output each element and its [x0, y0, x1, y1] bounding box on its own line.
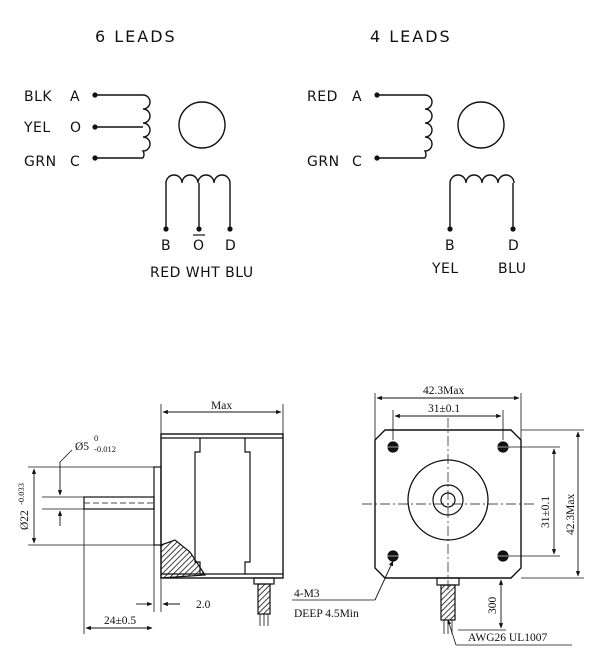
wire-label-grn: GRN — [24, 154, 57, 170]
front-plate — [374, 429, 522, 579]
front-bearing-circle — [432, 484, 464, 516]
rotor-circle-4 — [457, 101, 505, 149]
dim-boss-height: 2.0 — [196, 599, 211, 611]
front-boss — [153, 466, 162, 546]
lead-colors-6: RED WHT BLU — [150, 265, 254, 281]
dim-lead-length: 300 — [487, 597, 499, 615]
wire-label-yel: YEL — [23, 120, 51, 136]
pin-label-obar: O — [193, 238, 205, 254]
dim-shaft-dia: Ø5 — [75, 441, 89, 453]
coil-bottom-4 — [449, 174, 515, 184]
coil-left-4 — [423, 94, 433, 159]
dim-boss-tol: -0.033 — [16, 483, 26, 505]
rotor-circle-6 — [178, 101, 226, 149]
side-view-drawing: Max Ø5 0 -0.012 Ø22 -0.033 2.0 24±0.5 — [16, 400, 284, 634]
dim-boss-dia: Ø22 — [19, 510, 31, 530]
title-4-leads: 4 LEADS — [370, 27, 452, 46]
pin-label-o: O — [70, 120, 82, 136]
wire-label-grn-4: GRN — [307, 154, 340, 170]
cable-front — [440, 584, 456, 621]
section-hatch — [160, 539, 207, 579]
title-6-leads: 6 LEADS — [95, 27, 177, 46]
pin-label-d-4: D — [508, 238, 519, 254]
front-boss-circle — [407, 459, 489, 541]
pin-label-c: C — [70, 154, 80, 170]
dim-length-max: Max — [211, 400, 232, 412]
dim-shaft-tol-lower: -0.012 — [94, 444, 116, 454]
dim-front-height: 42.3Max — [565, 494, 577, 535]
mounting-hole-bl — [385, 550, 401, 562]
mounting-hole-tl — [385, 441, 401, 453]
pin-label-b: B — [161, 238, 171, 254]
dim-hole-spacing-v: 31±0.1 — [540, 496, 552, 528]
lead-color-blu: BLU — [498, 261, 526, 277]
dim-shaft-tol-upper: 0 — [94, 433, 98, 443]
terminal-dot-d — [227, 226, 233, 232]
pin-label-a: A — [70, 89, 80, 105]
wiring-6-leads: 6 LEADS BLK YEL GRN A O C B O D RED WHT … — [23, 27, 254, 281]
pin-label-a-4: A — [352, 89, 362, 105]
pin-label-d: D — [225, 238, 236, 254]
terminal-dot-d-4 — [510, 226, 516, 232]
terminal-dot-o2 — [196, 226, 202, 232]
note-wire-spec: AWG26 UL1007 — [468, 632, 547, 644]
dim-front-width: 42.3Max — [423, 385, 464, 397]
note-screw-size: 4-M3 — [294, 588, 320, 600]
terminal-dot-b-4 — [447, 226, 453, 232]
pin-label-c-4: C — [352, 154, 362, 170]
coil-bottom-6 — [165, 174, 231, 184]
dim-hole-spacing-h: 31±0.1 — [428, 403, 460, 415]
terminal-dot-b — [163, 226, 169, 232]
wiring-4-leads: 4 LEADS RED GRN A C B D YEL BLU — [307, 27, 526, 277]
pin-label-b-4: B — [445, 238, 455, 254]
lead-color-yel: YEL — [431, 261, 459, 277]
mounting-hole-br — [495, 550, 511, 562]
front-shaft-circle — [440, 492, 456, 508]
dim-shaft-length: 24±0.5 — [104, 615, 136, 627]
front-view-drawing: 42.3Max 31±0.1 31±0.1 42.3Max 300 4-M3 D… — [292, 385, 584, 646]
note-screw-depth: DEEP 4.5Min — [294, 608, 359, 620]
cable-side — [257, 583, 271, 615]
coil-left-6 — [141, 94, 151, 159]
wire-label-red: RED — [307, 89, 338, 105]
wire-label-blk: BLK — [24, 89, 52, 105]
cable-gland-side — [253, 577, 275, 585]
